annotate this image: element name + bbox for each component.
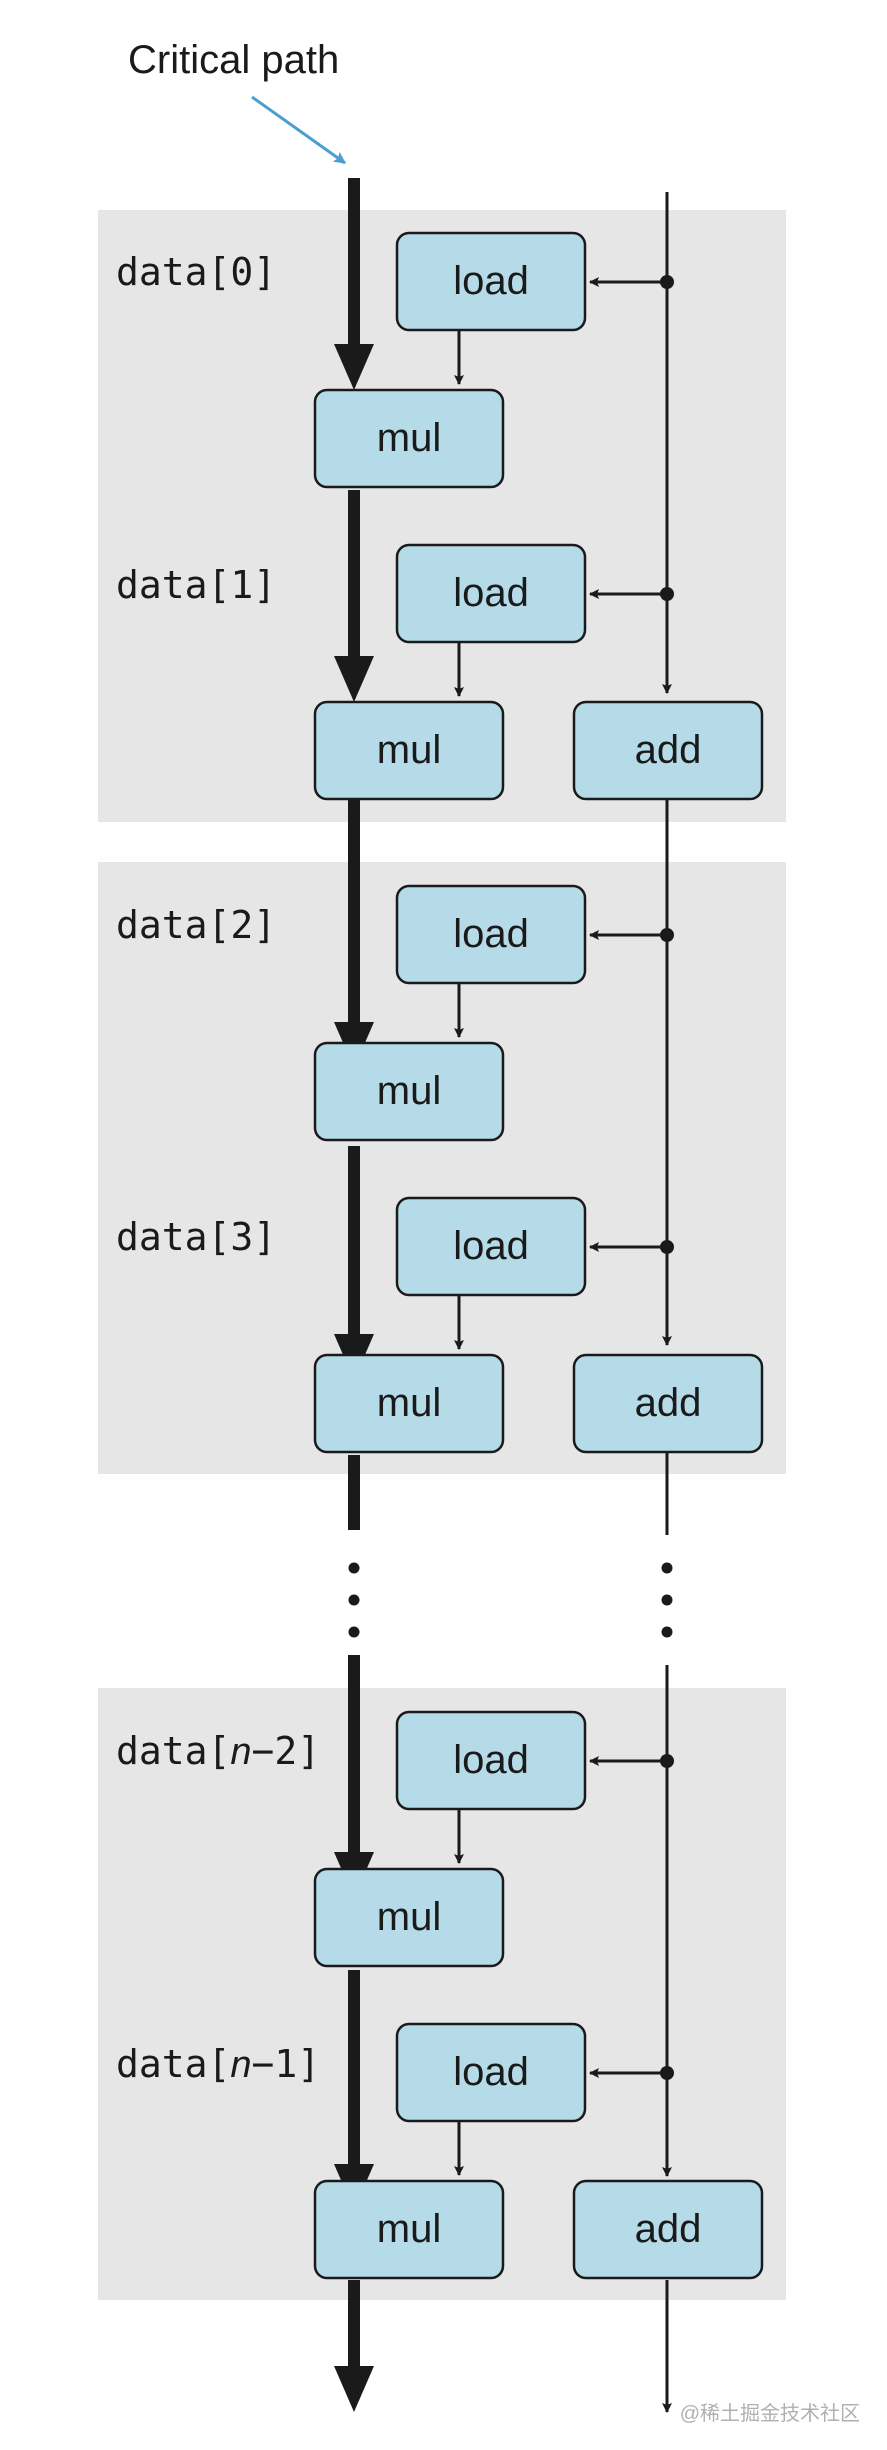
data-label-1: data[1] bbox=[116, 563, 276, 607]
critical-arrowhead-1 bbox=[334, 344, 374, 390]
load-box-1: load bbox=[395, 543, 587, 644]
load-label-0: load bbox=[453, 259, 529, 303]
critical-path-arrows bbox=[334, 178, 374, 2412]
critical-segment-7 bbox=[348, 1970, 360, 2170]
add-label-2: add bbox=[635, 1381, 702, 1425]
critical-arrowhead-7 bbox=[334, 2366, 374, 2412]
mul-box-3: mul bbox=[313, 1353, 505, 1454]
mul-label-n-1: mul bbox=[377, 2207, 441, 2251]
ellipsis-right bbox=[661, 1562, 673, 1638]
critical-segment-6 bbox=[348, 1655, 360, 1860]
load-box-n-2: load bbox=[395, 1710, 587, 1811]
load-label-3: load bbox=[453, 1224, 529, 1268]
load-box-n-1: load bbox=[395, 2022, 587, 2123]
critical-arrowhead-2 bbox=[334, 656, 374, 702]
load-box-3: load bbox=[395, 1196, 587, 1297]
data-label-2: data[2] bbox=[116, 903, 276, 947]
load-box-2: load bbox=[395, 884, 587, 985]
mul-box-n-1: mul bbox=[313, 2179, 505, 2280]
load-label-1: load bbox=[453, 571, 529, 615]
data-label-0: data[0] bbox=[116, 250, 276, 294]
data-label-3: data[3] bbox=[116, 1215, 276, 1259]
mul-label-2: mul bbox=[377, 1069, 441, 1113]
mul-box-2: mul bbox=[313, 1041, 505, 1142]
critical-segment-2 bbox=[348, 490, 360, 662]
add-box-3: add bbox=[572, 2179, 764, 2280]
junction-arrows bbox=[589, 275, 674, 2080]
load-box-0: load bbox=[395, 231, 587, 332]
mul-box-0: mul bbox=[313, 388, 505, 489]
add-label-3: add bbox=[635, 2207, 702, 2251]
add-box-1: add bbox=[572, 700, 764, 801]
critical-path-pointer-arrow bbox=[251, 95, 346, 165]
mul-box-n-2: mul bbox=[313, 1867, 505, 1968]
add-label-1: add bbox=[635, 728, 702, 772]
mul-box-1: mul bbox=[313, 700, 505, 801]
mul-label-0: mul bbox=[377, 416, 441, 460]
load-label-2: load bbox=[453, 912, 529, 956]
data-label-n-2: data[n−2] bbox=[116, 1729, 320, 1773]
critical-segment-4 bbox=[348, 1146, 360, 1342]
critical-path-label: Critical path bbox=[128, 38, 339, 82]
mul-label-n-2: mul bbox=[377, 1895, 441, 1939]
mul-label-3: mul bbox=[377, 1381, 441, 1425]
critical-segment-3 bbox=[348, 800, 360, 1030]
mul-label-1: mul bbox=[377, 728, 441, 772]
critical-segment-5 bbox=[348, 1455, 360, 1530]
load-label-n-1: load bbox=[453, 2050, 529, 2094]
critical-segment-8 bbox=[348, 2280, 360, 2372]
critical-segment-1 bbox=[348, 178, 360, 350]
ellipsis-left bbox=[348, 1562, 360, 1638]
load-label-n-2: load bbox=[453, 1738, 529, 1782]
add-box-2: add bbox=[572, 1353, 764, 1454]
watermark: @稀土掘金技术社区 bbox=[680, 2402, 860, 2425]
data-label-n-1: data[n−1] bbox=[116, 2042, 320, 2086]
